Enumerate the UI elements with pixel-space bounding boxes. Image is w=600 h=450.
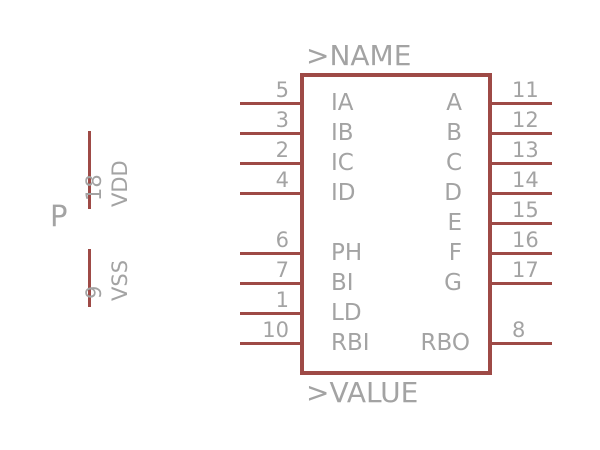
pin-label: F	[448, 240, 462, 266]
value-tag: >VALUE	[306, 376, 419, 409]
pin-number: 16	[512, 228, 539, 252]
pin-line-left[interactable]	[240, 252, 302, 255]
pin-label: BI	[331, 270, 354, 296]
pin-line-right[interactable]	[490, 162, 552, 165]
vdd-pin-label: VDD	[108, 160, 132, 207]
vss-pin-label: VSS	[108, 259, 132, 301]
pin-number: 1	[275, 288, 289, 312]
pin-number: 12	[512, 108, 539, 132]
pin-line-left[interactable]	[240, 192, 302, 195]
pin-number: 5	[275, 78, 289, 102]
pin-label: PH	[331, 240, 363, 266]
pin-number: 14	[512, 168, 539, 192]
pin-number: 2	[275, 138, 289, 162]
vdd-pin-line[interactable]	[88, 131, 91, 209]
pin-number: 4	[275, 168, 289, 192]
pin-number: 11	[512, 78, 539, 102]
pin-number: 15	[512, 198, 539, 222]
pin-label: RBI	[331, 330, 370, 356]
pin-number: 6	[275, 228, 289, 252]
pin-label: LD	[331, 300, 362, 326]
pin-label: RBO	[420, 330, 470, 356]
vdd-pin-number: 18	[82, 174, 106, 201]
pin-number: 7	[275, 258, 289, 282]
pin-line-right[interactable]	[490, 192, 552, 195]
pin-label: E	[447, 210, 462, 236]
pin-line-left[interactable]	[240, 162, 302, 165]
power-port-letter: P	[50, 199, 68, 233]
pin-label: ID	[331, 180, 356, 206]
pin-number: 17	[512, 258, 539, 282]
vss-pin-line[interactable]	[88, 249, 91, 307]
pin-label: IB	[331, 120, 354, 146]
pin-label: B	[446, 120, 462, 146]
pin-line-left[interactable]	[240, 282, 302, 285]
pin-line-right[interactable]	[490, 342, 552, 345]
pin-number: 8	[512, 318, 526, 342]
vss-pin-number: 9	[82, 285, 106, 299]
name-tag: >NAME	[306, 39, 412, 72]
pin-number: 10	[262, 318, 289, 342]
pin-line-left[interactable]	[240, 102, 302, 105]
pin-label: IA	[331, 90, 354, 116]
pin-line-right[interactable]	[490, 282, 552, 285]
pin-label: IC	[331, 150, 354, 176]
pin-line-right[interactable]	[490, 102, 552, 105]
pin-line-left[interactable]	[240, 312, 302, 315]
pin-number: 3	[275, 108, 289, 132]
pin-label: G	[444, 270, 462, 296]
pin-number: 13	[512, 138, 539, 162]
pin-label: D	[444, 180, 462, 206]
pin-line-left[interactable]	[240, 342, 302, 345]
pin-line-right[interactable]	[490, 132, 552, 135]
pin-line-right[interactable]	[490, 222, 552, 225]
pin-label: C	[445, 150, 462, 176]
pin-line-left[interactable]	[240, 132, 302, 135]
pin-label: A	[446, 90, 462, 116]
pin-line-right[interactable]	[490, 252, 552, 255]
